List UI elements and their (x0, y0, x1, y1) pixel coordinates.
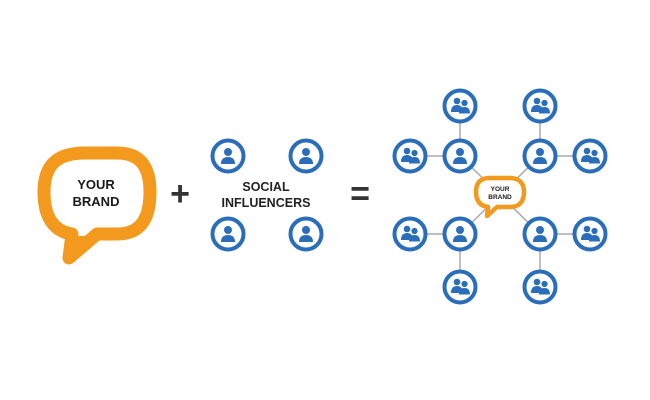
network-group-node (522, 269, 558, 305)
network-group-node (392, 216, 428, 252)
network-brand-line1: YOUR (491, 186, 510, 193)
influencers-line2: INFLUENCERS (222, 196, 311, 210)
your-brand-bubble: YOUR BRAND (37, 146, 157, 265)
influencer-node (210, 216, 246, 252)
network-group-node (522, 88, 558, 124)
network-group-node (392, 138, 428, 174)
network-group-node (572, 138, 608, 174)
network-person-node (522, 216, 558, 252)
influencer-node (288, 216, 324, 252)
influencer-node (210, 138, 246, 174)
network-brand-bubble: YOUR BRAND (473, 175, 527, 219)
influencers-line1: SOCIAL (242, 180, 290, 194)
plus-sign: + (170, 175, 190, 213)
network-group-node (442, 88, 478, 124)
network-person-node (442, 138, 478, 174)
network-brand-line2: BRAND (488, 194, 512, 201)
speech-bubble-icon (473, 175, 527, 219)
network-person-node (442, 216, 478, 252)
network-group-node (442, 269, 478, 305)
influencer-node (288, 138, 324, 174)
network-person-node (522, 138, 558, 174)
brand-line1: YOUR (77, 177, 115, 192)
brand-line2: BRAND (73, 194, 120, 209)
social-influencers-group: SOCIAL INFLUENCERS (210, 138, 324, 252)
speech-bubble-icon (37, 146, 157, 265)
network-diagram: YOUR BRAND (392, 88, 608, 305)
network-group-node (572, 216, 608, 252)
equals-sign: = (350, 175, 370, 213)
